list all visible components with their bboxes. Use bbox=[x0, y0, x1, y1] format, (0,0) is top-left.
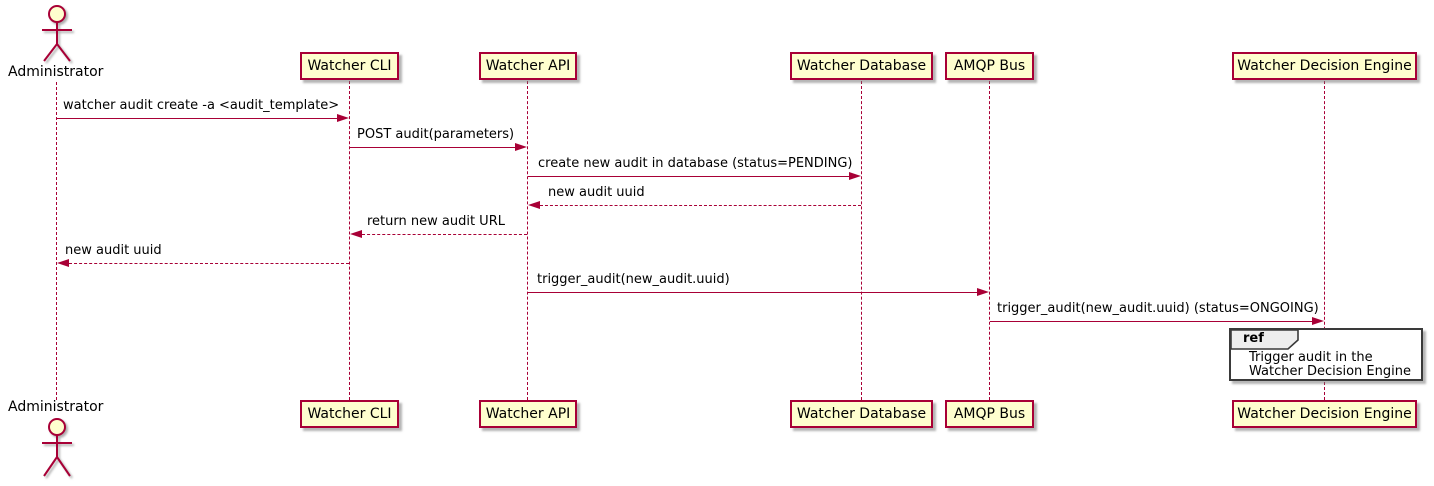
message-8-label: trigger_audit(new_audit.uuid) (status=ON… bbox=[997, 301, 1319, 316]
message-8-line bbox=[990, 321, 1313, 322]
participant-amqp-bus-bottom: AMQP Bus bbox=[945, 400, 1034, 428]
participant-watcher-api-bottom: Watcher API bbox=[479, 400, 577, 428]
message-5-label: return new audit URL bbox=[367, 214, 505, 229]
message-7-arrowhead-icon bbox=[977, 288, 989, 296]
ref-text-line-1: Trigger audit in the bbox=[1249, 350, 1373, 365]
message-8-arrowhead-icon bbox=[1312, 317, 1324, 325]
message-3-arrowhead-icon bbox=[849, 172, 861, 180]
message-7-label: trigger_audit(new_audit.uuid) bbox=[537, 272, 730, 287]
participant-watcher-database-bottom: Watcher Database bbox=[790, 400, 933, 428]
message-5-arrowhead-icon bbox=[350, 230, 362, 238]
participant-watcher-cli-bottom: Watcher CLI bbox=[300, 400, 399, 428]
actor-head bbox=[48, 5, 66, 23]
participant-watcher-decision-engine-bottom: Watcher Decision Engine bbox=[1232, 400, 1417, 428]
ref-keyword: ref bbox=[1243, 331, 1264, 346]
participant-amqp-bus-top: AMQP Bus bbox=[945, 52, 1034, 80]
participant-watcher-decision-engine-top: Watcher Decision Engine bbox=[1232, 52, 1417, 80]
actor-label-top: Administrator bbox=[8, 64, 104, 80]
participant-watcher-cli-top: Watcher CLI bbox=[300, 52, 399, 80]
message-7-line bbox=[528, 292, 978, 293]
message-5-line bbox=[362, 234, 527, 235]
message-2-label: POST audit(parameters) bbox=[357, 127, 515, 142]
message-1-label: watcher audit create -a <audit_template> bbox=[63, 98, 340, 113]
lifeline-watcher-database bbox=[861, 81, 862, 400]
message-3-label: create new audit in database (status=PEN… bbox=[538, 156, 853, 171]
message-1-line bbox=[57, 118, 338, 119]
message-6-label: new audit uuid bbox=[65, 243, 162, 258]
lifeline-amqp-bus bbox=[989, 81, 990, 400]
lifeline-watcher-cli bbox=[349, 81, 350, 400]
actor-icon-bottom bbox=[42, 418, 72, 477]
participant-watcher-api-top: Watcher API bbox=[479, 52, 577, 80]
ref-text-line-2: Watcher Decision Engine bbox=[1249, 364, 1411, 379]
actor-label-bottom: Administrator bbox=[8, 399, 104, 415]
message-1-arrowhead-icon bbox=[337, 114, 349, 122]
message-3-line bbox=[528, 176, 850, 177]
actor-head bbox=[48, 418, 66, 436]
message-2-arrowhead-icon bbox=[515, 143, 527, 151]
participant-watcher-database-top: Watcher Database bbox=[790, 52, 933, 80]
message-2-line bbox=[350, 147, 516, 148]
message-4-line bbox=[540, 205, 861, 206]
ref-fragment: ref Trigger audit in the Watcher Decisio… bbox=[1229, 328, 1423, 381]
ref-header-pentagon-icon bbox=[1230, 329, 1299, 350]
lifeline-administrator bbox=[56, 82, 57, 400]
message-6-arrowhead-icon bbox=[57, 259, 69, 267]
message-4-arrowhead-icon bbox=[528, 201, 540, 209]
lifeline-watcher-decision-engine bbox=[1324, 81, 1325, 400]
message-6-line bbox=[69, 263, 349, 264]
actor-icon-top bbox=[42, 5, 72, 62]
message-4-label: new audit uuid bbox=[548, 185, 645, 200]
lifeline-watcher-api bbox=[527, 81, 528, 400]
